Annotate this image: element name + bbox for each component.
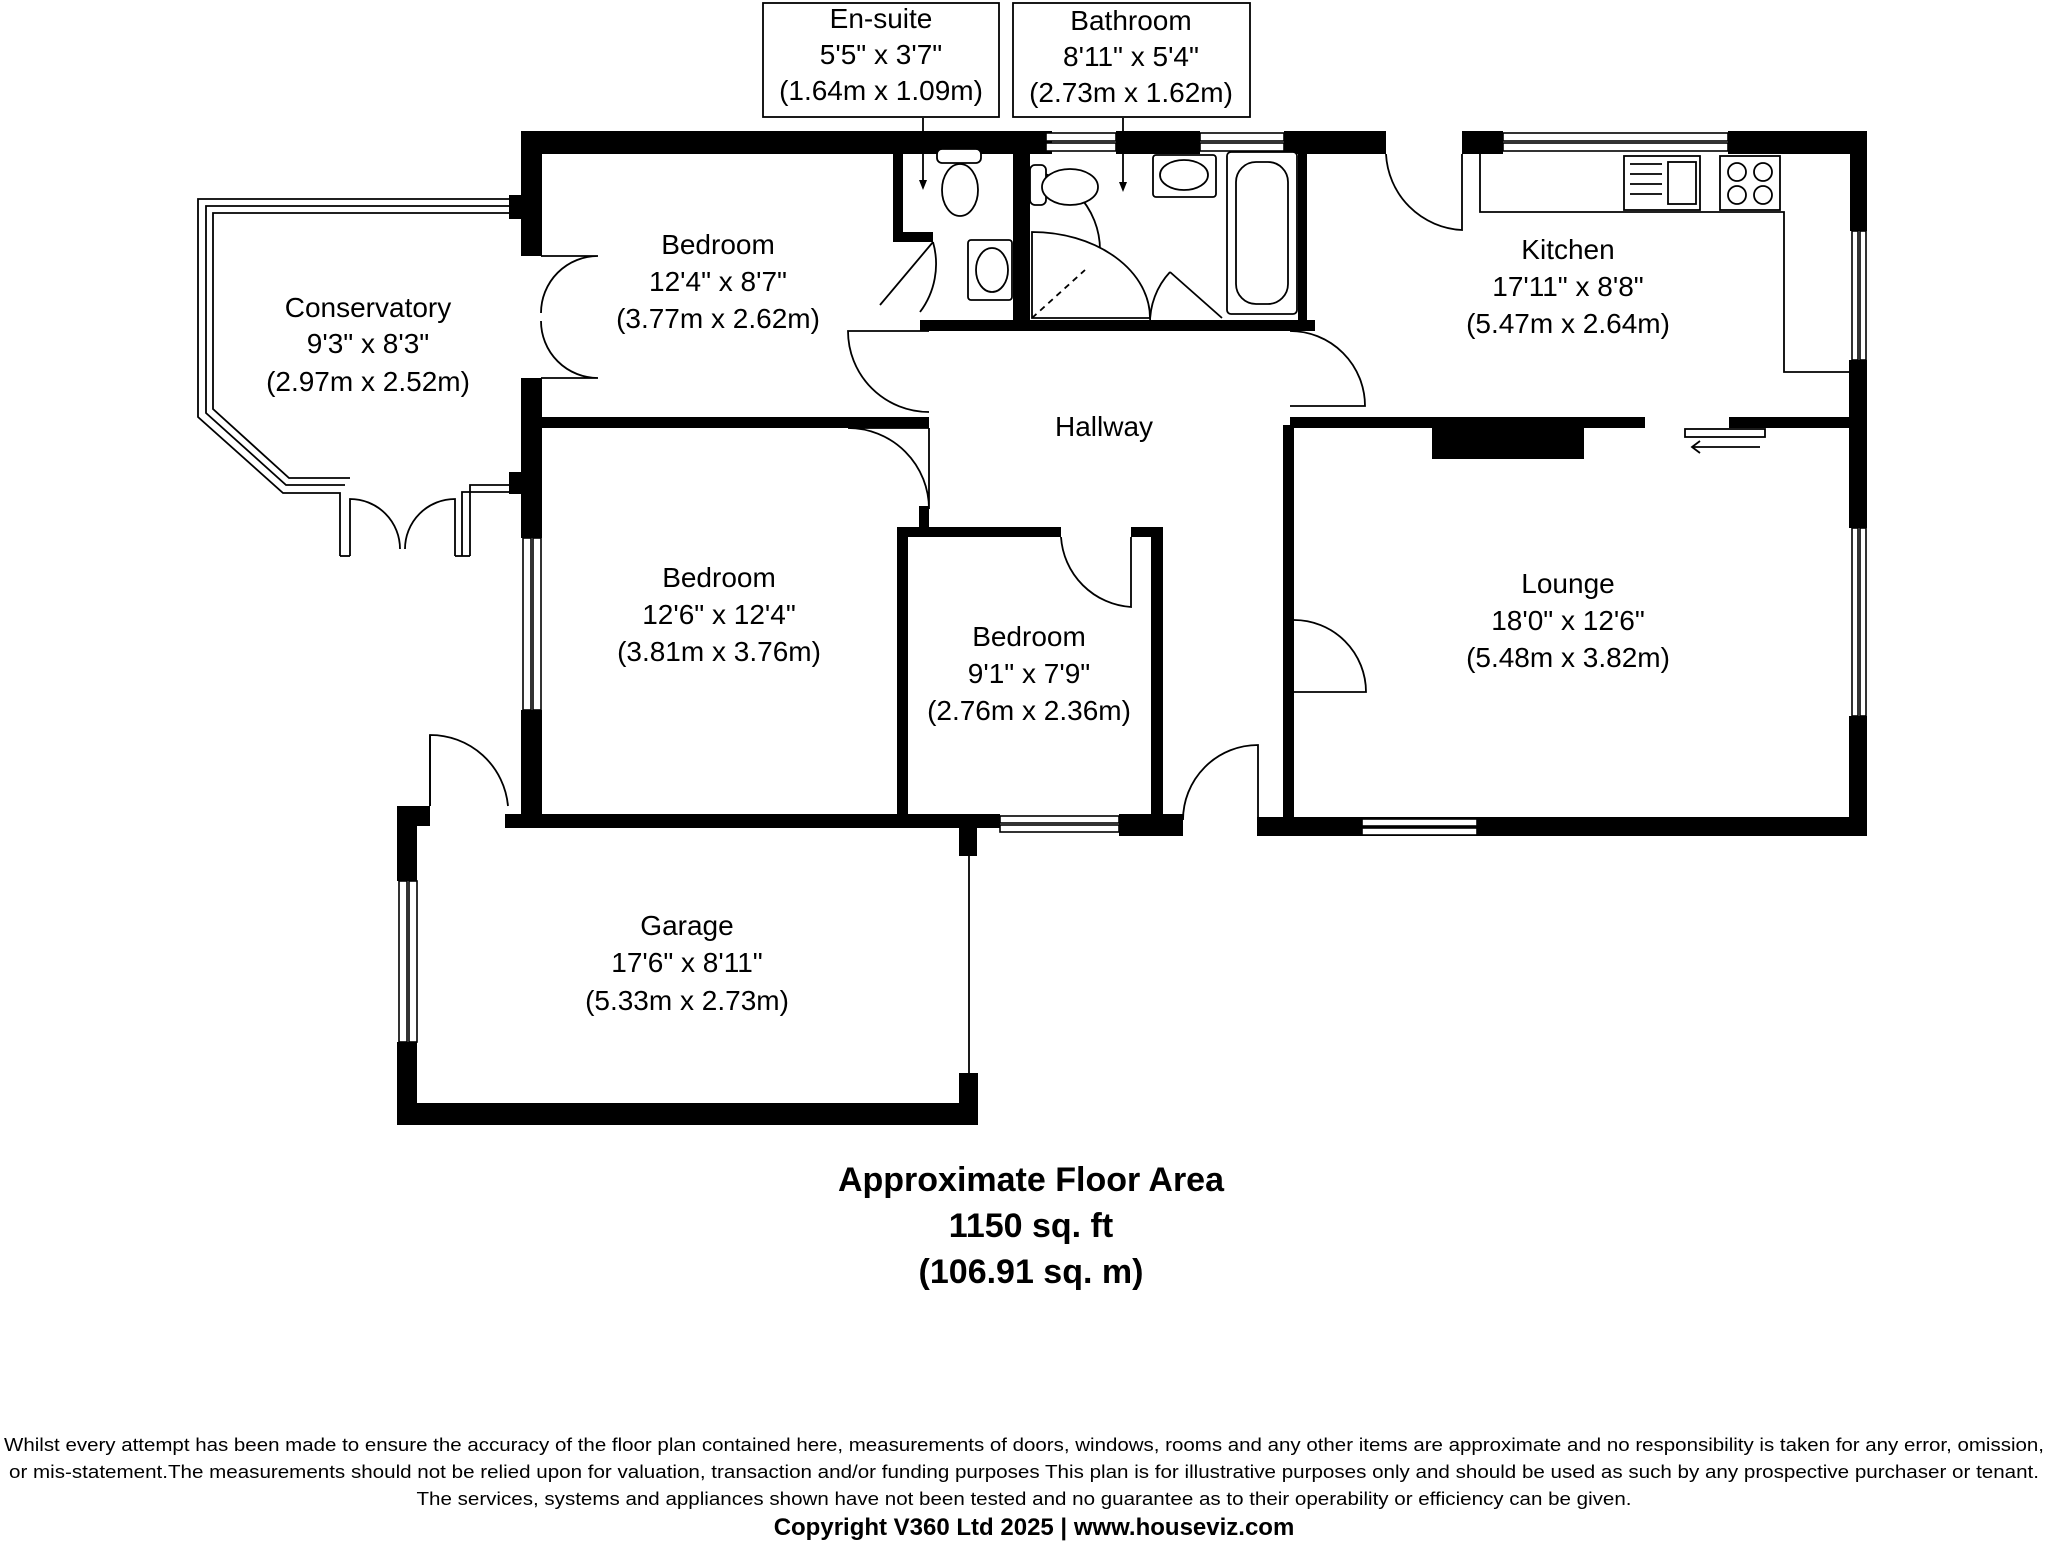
bathroom-basin-icon (1152, 154, 1217, 198)
area-title: Approximate Floor Area (838, 1161, 1225, 1199)
conservatory-metric: (2.97m x 2.52m) (266, 366, 470, 397)
bedroom1-name: Bedroom (661, 229, 775, 260)
copyright: Copyright V360 Ltd 2025 | www.houseviz.c… (774, 1514, 1295, 1541)
disclaimer-line3: The services, systems and appliances sho… (417, 1488, 1632, 1509)
room-label-hallway: Hallway (1055, 411, 1153, 442)
lounge-imperial: 18'0" x 12'6" (1491, 605, 1645, 636)
ensuite-imperial: 5'5" x 3'7" (820, 39, 942, 70)
room-label-bedroom1: Bedroom 12'4" x 8'7" (3.77m x 2.62m) (616, 229, 820, 334)
kitchen-name: Kitchen (1521, 234, 1614, 265)
windows (398, 132, 1867, 1073)
kitchen-metric: (5.47m x 2.64m) (1466, 308, 1670, 339)
ensuite-callout: En-suite 5'5" x 3'7" (1.64m x 1.09m) (762, 2, 1000, 118)
area-sqft: 1150 sq. ft (949, 1207, 1113, 1245)
bathroom-callout: Bathroom 8'11" x 5'4" (2.73m x 1.62m) (1012, 2, 1251, 118)
bedroom2-name: Bedroom (662, 562, 776, 593)
garage-imperial: 17'6" x 8'11" (611, 947, 762, 978)
room-label-conservatory: Conservatory 9'3" x 8'3" (2.97m x 2.52m) (266, 292, 470, 397)
lounge-metric: (5.48m x 3.82m) (1466, 642, 1670, 673)
bedroom2-metric: (3.81m x 3.76m) (617, 636, 821, 667)
kitchen-worktop (1479, 154, 1849, 373)
garage-metric: (5.33m x 2.73m) (585, 985, 789, 1016)
callout-arrows (919, 118, 1127, 192)
disclaimer: Whilst every attempt has been made to en… (4, 1434, 2044, 1541)
lounge-name: Lounge (1521, 568, 1614, 599)
kitchen-imperial: 17'11" x 8'8" (1492, 271, 1643, 302)
shower-icon (1031, 231, 1151, 319)
sliding-door-icon (1684, 428, 1766, 454)
bedroom1-metric: (3.77m x 2.62m) (616, 303, 820, 334)
disclaimer-line1: Whilst every attempt has been made to en… (4, 1434, 2044, 1455)
hallway-name: Hallway (1055, 411, 1153, 442)
fixtures (919, 118, 1849, 454)
ensuite-name: En-suite (830, 3, 933, 34)
garage-name: Garage (640, 910, 733, 941)
ensuite-toilet-icon (936, 148, 982, 217)
hob-icon (1719, 155, 1781, 211)
bath-icon (1226, 151, 1298, 315)
room-label-garage: Garage 17'6" x 8'11" (5.33m x 2.73m) (585, 910, 789, 1016)
bathroom-name: Bathroom (1070, 5, 1191, 36)
bedroom1-imperial: 12'4" x 8'7" (649, 266, 787, 297)
disclaimer-line2: or mis-statement.The measurements should… (9, 1461, 2039, 1482)
room-label-kitchen: Kitchen 17'11" x 8'8" (5.47m x 2.64m) (1466, 234, 1670, 339)
sink-icon (1623, 155, 1701, 211)
bathroom-metric: (2.73m x 1.62m) (1029, 77, 1233, 108)
room-label-lounge: Lounge 18'0" x 12'6" (5.48m x 3.82m) (1466, 568, 1670, 673)
bedroom3-name: Bedroom (972, 621, 1086, 652)
room-label-bedroom2: Bedroom 12'6" x 12'4" (3.81m x 3.76m) (617, 562, 821, 667)
bedroom3-metric: (2.76m x 2.36m) (927, 695, 1131, 726)
conservatory-name: Conservatory (285, 292, 452, 323)
area-sqm: (106.91 sq. m) (919, 1253, 1144, 1291)
room-label-bedroom3: Bedroom 9'1" x 7'9" (2.76m x 2.36m) (927, 621, 1131, 726)
floor-area-summary: Approximate Floor Area 1150 sq. ft (106.… (838, 1161, 1225, 1291)
ensuite-metric: (1.64m x 1.09m) (779, 75, 983, 106)
bathroom-imperial: 8'11" x 5'4" (1063, 41, 1199, 72)
conservatory-imperial: 9'3" x 8'3" (307, 328, 429, 359)
conservatory-outline (197, 198, 510, 557)
bathroom-toilet-icon (1029, 164, 1099, 206)
bedroom3-imperial: 9'1" x 7'9" (968, 658, 1090, 689)
ensuite-basin-icon (967, 239, 1013, 301)
bedroom2-imperial: 12'6" x 12'4" (642, 599, 796, 630)
walls (397, 131, 1867, 1125)
